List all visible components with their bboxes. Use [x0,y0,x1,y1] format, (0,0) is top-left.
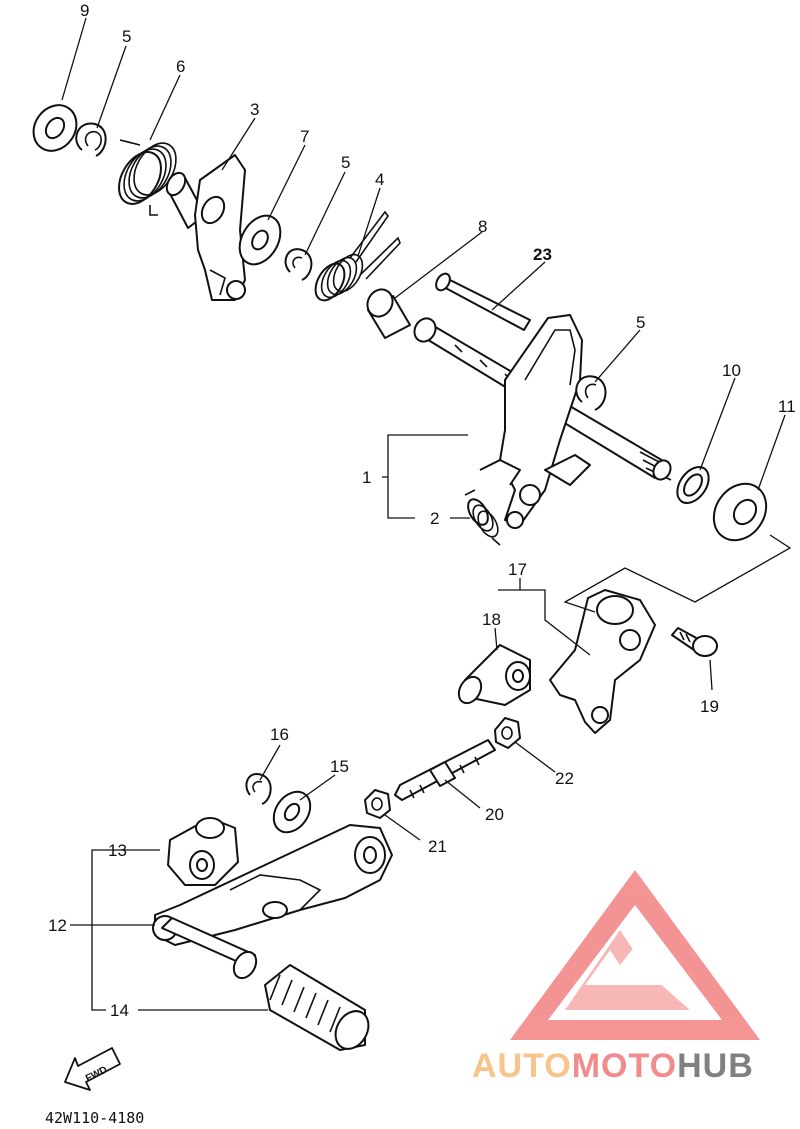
callout-10: 10 [722,361,741,380]
callout-19: 19 [700,697,719,716]
part-9-washer [32,104,78,152]
part-6-spring [118,139,177,216]
callout-5b: 5 [341,153,350,172]
callout-1: 1 [362,468,371,487]
part-8-collar [366,288,411,339]
part-3-lever [165,154,246,301]
callout-4: 4 [375,170,384,189]
callout-9: 9 [80,1,89,20]
callout-22: 22 [555,769,574,788]
part-2-spring [464,489,501,546]
part-1-shift-shaft [413,314,672,529]
callout-2: 2 [430,509,439,528]
part-10-washer [676,465,710,505]
part-19-bolt [671,627,718,657]
callout-6: 6 [176,57,185,76]
part-7-washer [238,214,282,266]
fwd-arrow: FWD [64,1047,121,1091]
callout-12: 12 [48,916,67,935]
leader-lines [61,17,792,1011]
callout-3: 3 [250,100,259,119]
part-5-circlip-b [284,248,313,281]
part-5-circlip-c [575,375,607,411]
callout-5a: 5 [122,27,131,46]
callout-21: 21 [428,837,447,856]
callout-20: 20 [485,805,504,824]
callout-5c: 5 [636,313,645,332]
watermark-moto: MOTO [572,1047,677,1085]
callout-15: 15 [330,757,349,776]
part-15-washer [272,790,312,834]
part-21-nut [364,789,391,819]
part-14-rubber [264,964,370,1051]
callout-labels: 9 5 6 3 7 5 4 8 23 5 10 11 1 2 17 18 19 … [48,1,796,1020]
part-18-rod-end [457,644,531,706]
part-5-circlip-a [75,122,107,157]
part-17-lever [549,589,656,734]
part-16-circlip [245,773,272,805]
watermark-text: AUTOMOTOHUB [472,1047,754,1085]
part-23-pin [435,272,531,331]
callout-23: 23 [533,245,552,264]
automotohub-logo [510,870,760,1040]
callout-17: 17 [508,560,527,579]
part-20-threaded-rod [394,739,496,801]
part-22-nut [494,717,521,749]
callout-11: 11 [778,397,796,416]
callout-8: 8 [478,217,487,236]
part-code: 42W110-4180 [45,1109,144,1127]
watermark-auto: AUTO [472,1047,572,1085]
part-13-rod-end [167,817,239,886]
watermark-hub: HUB [677,1047,754,1085]
callout-7: 7 [300,127,309,146]
part-11-oil-seal [712,482,768,542]
part-12-shift-pedal [152,824,393,980]
callout-18: 18 [482,610,501,629]
callout-14: 14 [110,1001,129,1020]
callout-13: 13 [108,841,127,860]
callout-16: 16 [270,725,289,744]
